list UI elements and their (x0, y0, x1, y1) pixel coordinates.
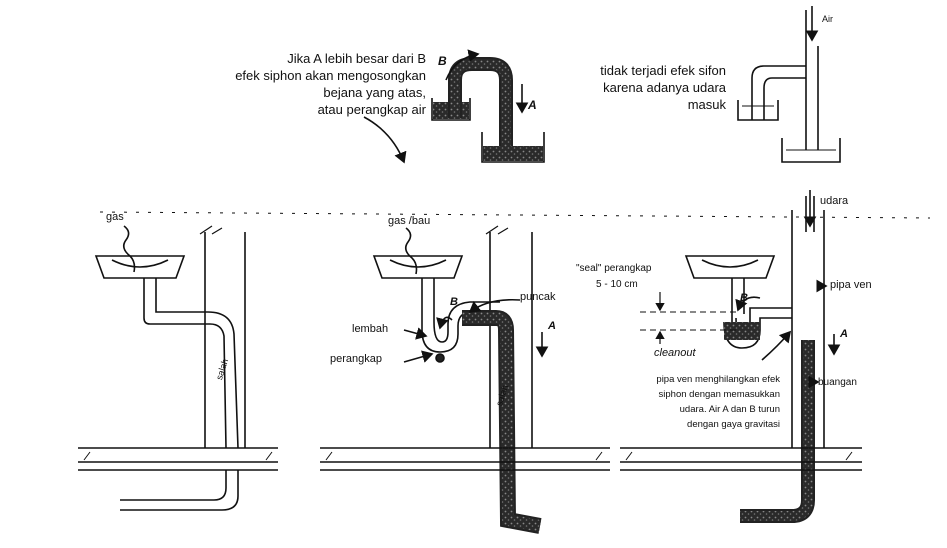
upper-vessel (431, 98, 471, 121)
d3-label-b: B (740, 292, 748, 304)
top-left-note-line: efek siphon akan mengosongkan (235, 68, 426, 83)
diagram-2 (320, 225, 610, 534)
d2-label-b: B (450, 296, 458, 308)
diagram-1 (78, 225, 278, 511)
d3-cleanout-label: cleanout (654, 347, 696, 359)
d2-peak-label: puncak (520, 291, 556, 303)
d3-seal-range: 5 - 10 cm (596, 279, 638, 290)
d2-valley-label: lembah (352, 323, 389, 335)
gas-wavy-1 (122, 225, 136, 273)
pointer-arrow-left (363, 116, 407, 164)
top-siphon-label-a: A (528, 98, 537, 112)
d3-note-line: dengan gaya gravitasi (687, 419, 780, 430)
d2-gas-label: gas /bau (388, 215, 431, 227)
d2-label-a: A (548, 320, 556, 332)
d3-air-label: udara (820, 195, 849, 207)
top-right-note-line: karena adanya udara (603, 80, 726, 95)
d1-gas-label: gas (106, 211, 124, 223)
top-right-note-line: masuk (687, 97, 726, 112)
label-pointer-b3 (735, 296, 761, 312)
d3-drain-label: buangan (818, 377, 857, 388)
d3-vent-label: pipa ven (830, 279, 872, 291)
d3-label-a: A (840, 328, 848, 340)
top-left-note: Jika A lebih besar dari B efek siphon ak… (200, 50, 426, 118)
sink-3 (684, 255, 776, 279)
label-pointer-valley (403, 327, 428, 340)
label-pointer-trap (403, 350, 434, 363)
diagram-3 (620, 190, 862, 523)
flow-arrow-b (445, 49, 480, 81)
label-pointer-peak (468, 298, 521, 313)
note-pointer-3 (761, 330, 792, 361)
top-left-note-line: Jika A lebih besar dari B (287, 51, 426, 66)
d3-seal-label: "seal" perangkap (576, 263, 652, 274)
label-pointer-b (436, 316, 453, 330)
d3-note: pipa ven menghilangkan efek siphon denga… (600, 372, 780, 432)
d3-note-line: siphon dengan memasukkan (658, 389, 780, 400)
top-vented (737, 6, 841, 163)
top-siphon-label-b: B (438, 54, 447, 68)
top-left-note-line: bejana yang atas, (323, 85, 426, 100)
sink-1 (94, 255, 186, 279)
d3-note-line: udara. Air A dan B turun (679, 404, 780, 415)
sink-2 (372, 255, 464, 279)
top-right-note-line: tidak terjadi efek sifon (600, 63, 726, 78)
d3-note-line: pipa ven menghilangkan efek (656, 374, 780, 385)
top-siphon (363, 49, 545, 164)
top-right-note: tidak terjadi efek sifon karena adanya u… (564, 62, 726, 113)
gas-wavy-2 (404, 227, 418, 275)
d2-trap-label: perangkap (330, 353, 382, 365)
top-left-note-line: atau perangkap air (317, 102, 426, 117)
lower-vessel (481, 132, 545, 163)
top-right-air-label: Air (822, 14, 833, 24)
